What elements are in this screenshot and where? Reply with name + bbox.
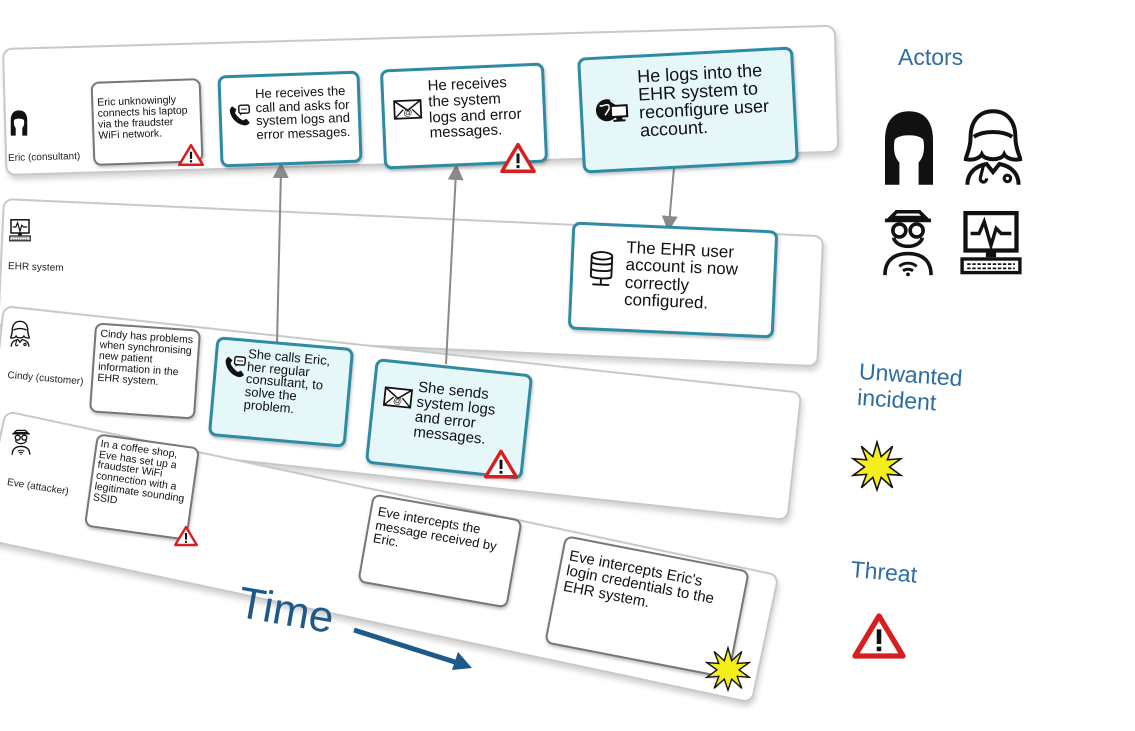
event-eric-receive-call: He receives the call and asks for system… [217,70,363,168]
threat-icon [500,142,536,174]
legend-threat-title: Threat [849,556,919,588]
spy-icon [875,206,941,278]
lane-label-ehr-system: EHR system [7,261,64,274]
doctor-icon [958,108,1028,188]
consultant-icon [874,108,944,188]
event-eric-login: He logs into the EHR system to reconfigu… [577,46,799,174]
phone-chat-icon [222,354,248,380]
arrow-login-to-ehr [661,167,678,232]
threat-icon [484,448,518,480]
legend-actors-title: Actors [898,44,964,70]
database-icon [587,249,617,288]
mail-icon [382,384,414,411]
event-ehr-configured: The EHR user account is now correctly co… [567,221,779,339]
lane-label-eric: Eric (consultant) [7,151,81,164]
consultant-icon [8,108,30,138]
threat-icon [178,142,204,168]
doctor-icon [9,320,31,348]
incident-star-icon [705,646,751,692]
threat-icon [174,524,198,548]
legend-unwanted-title: Unwanted incident [856,358,964,416]
monitor-icon [8,218,32,242]
globe-computer-icon [594,94,630,126]
incident-star-icon [848,440,906,492]
event-cindy-call: She calls Eric, her regular consultant, … [207,336,355,448]
event-cindy-problem: Cindy has problems when synchronising ne… [88,322,202,420]
phone-chat-icon [227,103,252,128]
monitor-icon [957,208,1025,276]
spy-icon [10,428,32,456]
threat-icon [852,612,906,660]
mail-icon [392,97,423,122]
